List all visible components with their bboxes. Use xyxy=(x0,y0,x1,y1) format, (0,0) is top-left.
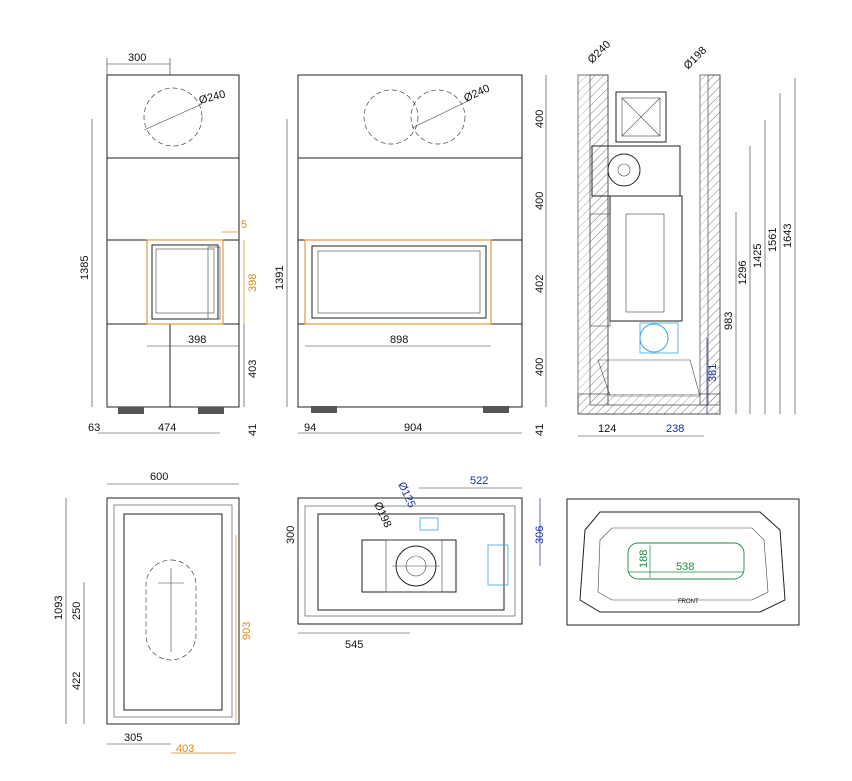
dim-seg2: 400 xyxy=(534,192,546,210)
dim-flue-a: Ø240 xyxy=(586,39,614,67)
dim-seg4: 400 xyxy=(534,358,546,376)
base-plan-outline xyxy=(566,498,800,626)
front-label: FRONT xyxy=(678,599,699,605)
flue-box xyxy=(615,91,667,143)
dim-lower: 422 xyxy=(71,672,83,690)
dim-glass-height: 398 xyxy=(247,274,259,292)
dim-238: 238 xyxy=(666,423,684,435)
dim-124: 124 xyxy=(598,423,616,435)
dim-flue: Ø240 xyxy=(198,88,227,107)
dim-base-width: 474 xyxy=(158,422,176,434)
dim-base-width: 904 xyxy=(404,422,422,434)
dim-381: 381 xyxy=(707,364,719,382)
front-view-wide: Ø240 1391 400 400 402 400 898 94 904 41 xyxy=(274,74,547,436)
top-view-wide: Ø198 Ø125 522 300 306 545 xyxy=(285,475,546,651)
dim-foot-offset: 94 xyxy=(304,422,316,434)
dim-983: 983 xyxy=(723,312,735,330)
glass-panel xyxy=(151,244,219,320)
flue-circle-left xyxy=(363,89,419,145)
dim-glass-width: 898 xyxy=(390,334,408,346)
dim-total-height: 1385 xyxy=(79,256,91,280)
dim-1561: 1561 xyxy=(767,228,779,252)
dim-seg1: 400 xyxy=(534,110,546,128)
top-narrow-outline xyxy=(106,497,240,725)
dim-foot-offset: 63 xyxy=(88,422,100,434)
dim-300: 300 xyxy=(285,526,297,544)
dim-flue-b: Ø198 xyxy=(682,45,710,73)
dim-d125: Ø125 xyxy=(395,480,417,509)
flue-oval xyxy=(145,559,197,661)
foot-right xyxy=(483,406,509,413)
dim-offset-x: 305 xyxy=(124,732,142,744)
dim-1425: 1425 xyxy=(752,244,764,268)
dim-width: 600 xyxy=(150,471,168,483)
dim-d198: Ø198 xyxy=(371,500,393,529)
opening-green xyxy=(627,542,745,580)
dim-total-height: 1391 xyxy=(274,266,286,290)
base-plan-view: 188 538 FRONT xyxy=(566,498,800,626)
dim-depth: 1093 xyxy=(53,596,65,620)
dim-foot-height: 41 xyxy=(247,424,259,436)
foot-left xyxy=(311,406,337,413)
dim-top-width: 300 xyxy=(128,52,146,64)
top-view-narrow: 600 1093 250 422 903 305 403 xyxy=(53,471,253,755)
flue-circle-right xyxy=(410,89,466,145)
dim-foot-height: 41 xyxy=(534,424,546,436)
dim-522: 522 xyxy=(470,475,488,487)
front-wide-body xyxy=(297,74,523,408)
dim-188: 188 xyxy=(638,550,650,568)
fan-wheel xyxy=(607,153,641,187)
foot-left xyxy=(118,407,144,414)
dim-538: 538 xyxy=(676,561,694,573)
door-outline-orange xyxy=(304,239,492,325)
dim-glass-width: 398 xyxy=(188,334,206,346)
dim-flue: Ø240 xyxy=(462,82,491,104)
dim-306: 306 xyxy=(534,526,546,544)
side-section-view: Ø240 Ø198 983 1296 1425 1561 1643 381 12… xyxy=(577,39,796,437)
dim-lower-height: 403 xyxy=(247,360,259,378)
dim-1296: 1296 xyxy=(737,261,749,285)
front-view-narrow: 300 Ø240 1385 5 398 398 403 63 474 41 xyxy=(79,52,259,436)
dim-1643: 1643 xyxy=(782,224,794,248)
dim-545: 545 xyxy=(345,639,363,651)
dim-seg3: 402 xyxy=(534,275,546,293)
glass-panel xyxy=(311,245,487,319)
dim-inner-depth: 903 xyxy=(241,622,253,640)
front-narrow-body xyxy=(106,74,240,408)
dim-inner-width: 403 xyxy=(176,743,194,755)
dim-offset: 5 xyxy=(241,219,247,231)
door-outline-orange xyxy=(146,239,224,325)
foot-right xyxy=(198,407,224,414)
flue-circle xyxy=(143,87,203,147)
dim-oval: 250 xyxy=(71,602,83,620)
